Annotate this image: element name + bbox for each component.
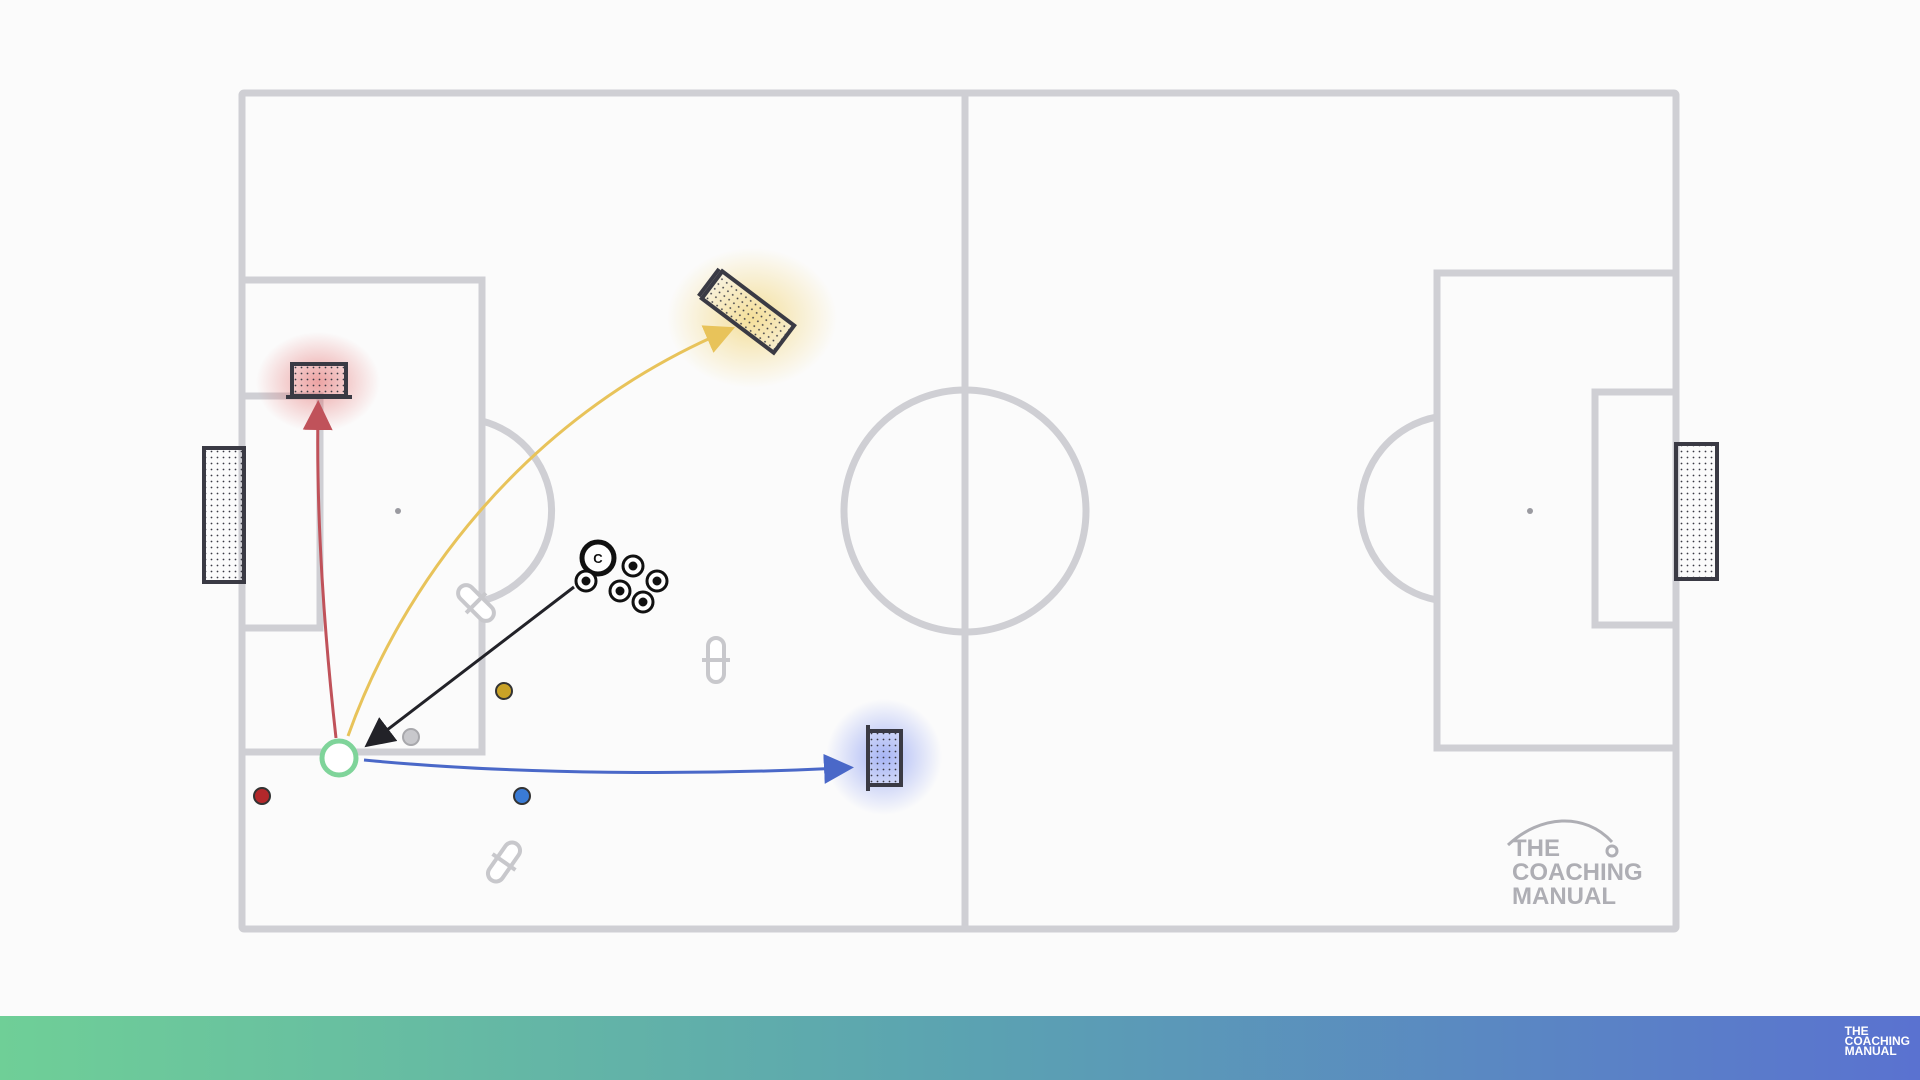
blue-pass-arrow <box>363 753 854 784</box>
yellow-player-marker <box>495 682 513 700</box>
mannequin-icon <box>702 636 730 684</box>
pitch-boundary <box>238 89 1680 933</box>
red-pass-arrow <box>302 400 338 739</box>
ball-icon <box>574 569 598 593</box>
ball-icon <box>631 590 655 614</box>
grey-player-marker <box>402 728 420 746</box>
yellow-target-mini-goal-icon <box>697 267 797 356</box>
blue-target-mini-goal-icon <box>866 725 903 791</box>
coach-serve-arrow <box>364 585 575 748</box>
right-penalty-spot <box>1527 508 1533 514</box>
left-goal-icon <box>202 446 246 584</box>
coach-icon: C <box>579 539 617 577</box>
svg-text:MANUAL: MANUAL <box>1512 883 1616 910</box>
svg-text:COACHING: COACHING <box>1512 859 1643 886</box>
right-six-yard-box <box>1591 388 1680 629</box>
ball-icon <box>621 554 645 578</box>
centre-circle <box>840 386 1090 636</box>
right-penalty-arc <box>1357 413 1438 604</box>
svg-text:C: C <box>593 551 603 566</box>
mannequin-icon <box>456 583 496 623</box>
left-penalty-arc <box>481 417 555 605</box>
mannequin-icon <box>485 840 523 884</box>
right-penalty-box <box>1433 269 1680 752</box>
ball-supply <box>574 554 669 614</box>
footer-logo: THE COACHING MANUAL <box>1844 1024 1910 1058</box>
pitch-diagram: C THE <box>202 89 1719 933</box>
pitch-markings <box>238 89 1680 933</box>
coaching-manual-watermark: THE COACHING MANUAL <box>1506 819 1643 910</box>
blue-player-marker <box>513 787 531 805</box>
red-player-marker <box>253 787 271 805</box>
red-target-mini-goal-icon <box>286 362 352 399</box>
ball-icon <box>645 569 669 593</box>
yellow-pass-arrow <box>346 325 736 737</box>
left-penalty-spot <box>395 508 401 514</box>
right-goal-icon <box>1674 442 1719 581</box>
svg-text:THE: THE <box>1512 835 1560 862</box>
footer-gradient-bar: THE COACHING MANUAL <box>0 1016 1920 1080</box>
start-cone-ring-icon <box>319 738 359 778</box>
ball-icon <box>608 579 632 603</box>
